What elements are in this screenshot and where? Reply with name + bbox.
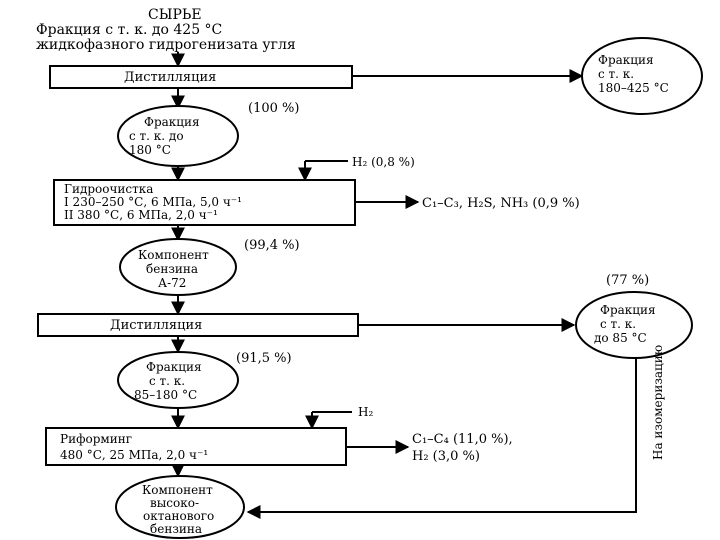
fraction-85-180-percent: (91,5 %) bbox=[236, 351, 292, 366]
distillation-2-box: Дистилляция bbox=[37, 313, 359, 337]
fraction-to-85-percent: (77 %) bbox=[606, 273, 649, 288]
isomerization-label: На изомеризацию bbox=[651, 345, 665, 460]
fraction-180-425-line-2: с т. к. bbox=[598, 67, 634, 81]
fraction-to-180-percent: (100 %) bbox=[248, 101, 299, 116]
fraction-to-180-circle: Фракция с т. к. до 180 °С (100 %) bbox=[117, 101, 299, 167]
source-line-1: Фракция с т. к. до 425 °С bbox=[36, 22, 222, 38]
source-line-2: жидкофазного гидрогенизата угля bbox=[36, 37, 296, 53]
gasoline-a72-line-2: бензина bbox=[146, 262, 198, 276]
gasoline-a72-percent: (99,4 %) bbox=[244, 238, 300, 253]
fraction-180-425-line-3: 180–425 °С bbox=[598, 81, 669, 95]
reforming-line-2: 480 °С, 25 МПа, 2,0 ч⁻¹ bbox=[60, 448, 208, 462]
h2-input-2-label: H₂ bbox=[358, 405, 373, 419]
hydrotreating-box: Гидроочистка I 230–250 °С, 6 МПа, 5,0 ч⁻… bbox=[53, 179, 356, 226]
gasoline-a72-line-3: А-72 bbox=[158, 276, 186, 290]
fraction-to-180-line-2: с т. к. до bbox=[129, 129, 184, 143]
fraction-180-425-line-1: Фракция bbox=[598, 53, 654, 67]
hydrotreating-line-1: Гидроочистка bbox=[64, 182, 153, 196]
hydrotreating-line-3: II 380 °С, 6 МПа, 2,0 ч⁻¹ bbox=[64, 208, 218, 222]
high-octane-line-3: октанового bbox=[143, 509, 214, 523]
distillation-2-label: Дистилляция bbox=[110, 318, 202, 333]
fraction-to-180-line-1: Фракция bbox=[144, 115, 200, 129]
distillation-1-box: Дистилляция bbox=[49, 65, 353, 89]
fraction-to-180-line-3: 180 °С bbox=[129, 143, 171, 157]
hydrotreating-output-label: C₁–C₃, H₂S, NH₃ (0,9 %) bbox=[422, 196, 580, 211]
fraction-85-180-circle: Фракция с т. к. 85–180 °С (91,5 %) bbox=[117, 351, 292, 409]
high-octane-line-1: Компонент bbox=[142, 483, 213, 497]
fraction-85-180-line-3: 85–180 °С bbox=[134, 388, 197, 402]
reforming-line-1: Риформинг bbox=[60, 432, 132, 446]
fraction-to-85-line-3: до 85 °С bbox=[594, 331, 647, 345]
h2-input-1-label: H₂ (0,8 %) bbox=[352, 155, 415, 169]
arrow-isomerization-return bbox=[246, 358, 637, 519]
distillation-1-label: Дистилляция bbox=[124, 70, 216, 85]
fraction-to-85-line-2: с т. к. bbox=[600, 317, 636, 331]
high-octane-circle: Компонент высоко- октанового бензина bbox=[115, 475, 245, 539]
fraction-85-180-line-1: Фракция bbox=[146, 360, 202, 374]
source-title: СЫРЬЕ bbox=[148, 7, 202, 23]
gasoline-a72-line-1: Компонент bbox=[138, 248, 209, 262]
hydrotreating-line-2: I 230–250 °С, 6 МПа, 5,0 ч⁻¹ bbox=[64, 195, 242, 209]
reforming-box: Риформинг 480 °С, 25 МПа, 2,0 ч⁻¹ bbox=[45, 427, 347, 466]
fraction-to-85-circle: Фракция с т. к. до 85 °С (77 %) bbox=[575, 273, 693, 359]
reforming-output-line-1: C₁–C₄ (11,0 %), bbox=[412, 432, 513, 447]
fraction-to-85-line-1: Фракция bbox=[600, 303, 656, 317]
reforming-output-line-2: H₂ (3,0 %) bbox=[412, 449, 480, 464]
source-header: СЫРЬЕ Фракция с т. к. до 425 °С жидкофаз… bbox=[36, 7, 296, 53]
fraction-85-180-line-2: с т. к. bbox=[149, 374, 185, 388]
gasoline-a72-circle: Компонент бензина А-72 (99,4 %) bbox=[119, 238, 300, 296]
connectors bbox=[171, 52, 637, 519]
high-octane-line-2: высоко- bbox=[150, 496, 199, 510]
fraction-180-425-circle: Фракция с т. к. 180–425 °С bbox=[581, 37, 703, 115]
high-octane-line-4: бензина bbox=[150, 522, 202, 536]
